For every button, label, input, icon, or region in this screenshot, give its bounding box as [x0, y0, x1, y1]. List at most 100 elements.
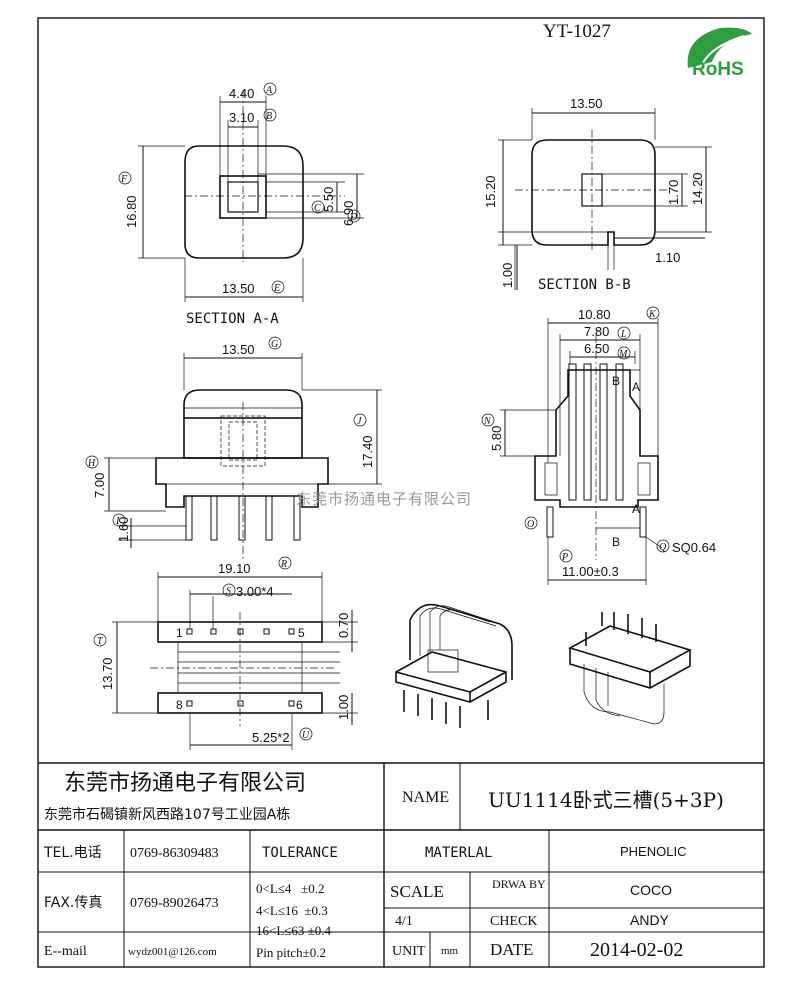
svg-text:17.40: 17.40 — [360, 435, 375, 468]
section-a-view: 4.40 3.10 16.80 5.50 6.90 13.50 SECTION … — [118, 82, 364, 327]
unit-value: mm — [441, 945, 459, 957]
check-label: CHECK — [490, 914, 537, 929]
date-label: DATE — [490, 940, 533, 959]
svg-text:1: 1 — [176, 626, 183, 640]
svg-text:3.00*4: 3.00*4 — [236, 584, 274, 599]
marker-r: R — [278, 556, 292, 570]
svg-text:3.10: 3.10 — [229, 110, 254, 125]
svg-text:T: T — [97, 636, 104, 647]
svg-text:15.20: 15.20 — [483, 175, 498, 208]
part-name: UU1114卧式三槽(5+3P) — [488, 788, 724, 812]
svg-text:16.80: 16.80 — [124, 195, 139, 228]
svg-text:1.60: 1.60 — [116, 517, 131, 542]
marker-q: Q — [656, 539, 670, 553]
svg-text:E: E — [273, 283, 280, 294]
svg-text:A: A — [632, 380, 640, 394]
sheet-border — [37, 17, 765, 968]
rohs-logo: RoHS — [687, 27, 752, 80]
svg-text:13.50: 13.50 — [570, 96, 603, 111]
svg-text:F: F — [120, 174, 128, 185]
svg-text:I: I — [115, 516, 120, 527]
svg-text:11.00±0.3: 11.00±0.3 — [562, 564, 619, 579]
drawn-value: COCO — [630, 882, 672, 898]
marker-b: B — [263, 108, 277, 122]
front-pins — [185, 495, 301, 541]
svg-text:6.50: 6.50 — [584, 341, 609, 356]
iso2-pins — [585, 612, 657, 646]
svg-text:14.20: 14.20 — [690, 172, 705, 205]
marker-m: M — [617, 346, 631, 360]
tolerance-label: TOLERANCE — [262, 845, 338, 861]
svg-text:8: 8 — [176, 698, 183, 712]
fax-value: 0769-89026473 — [130, 896, 219, 911]
fax-label: FAX.传真 — [44, 895, 102, 911]
front-view: 13.50 17.40 7.00 1.60 G H I J — [85, 336, 382, 562]
unit-label: UNIT — [392, 944, 426, 959]
marker-i: I — [112, 513, 126, 527]
svg-text:R: R — [280, 559, 287, 570]
marker-n: N — [481, 413, 495, 427]
tolerance-row-1: 0<L≤4 ±0.2 — [256, 881, 325, 896]
marker-e: E — [271, 280, 285, 294]
svg-text:1.00: 1.00 — [336, 695, 351, 720]
svg-text:13.50: 13.50 — [222, 281, 255, 296]
email-value: wydz001@126.com — [128, 946, 217, 958]
svg-text:K: K — [648, 309, 657, 320]
date-value: 2014-02-02 — [590, 939, 683, 961]
marker-l: L — [617, 326, 631, 340]
svg-text:5.25*2: 5.25*2 — [252, 730, 290, 745]
marker-g: G — [268, 336, 282, 350]
svg-text:H: H — [87, 458, 96, 469]
tel-value: 0769-86309483 — [130, 846, 219, 861]
drawn-label: DRWA BY — [492, 877, 546, 891]
svg-text:7.00: 7.00 — [92, 473, 107, 498]
bottom-pin-holes — [186, 628, 295, 707]
svg-text:4.40: 4.40 — [229, 86, 254, 101]
svg-text:L: L — [620, 329, 627, 340]
svg-text:J: J — [357, 416, 362, 427]
marker-d: D — [347, 209, 361, 223]
marker-p: P — [559, 549, 573, 563]
scale-label: SCALE — [390, 882, 444, 901]
svg-text:B: B — [612, 374, 620, 388]
marker-t: T — [93, 633, 107, 647]
section-b-label: SECTION B-B — [538, 277, 631, 293]
svg-text:S: S — [226, 586, 231, 597]
svg-text:13.70: 13.70 — [100, 657, 115, 690]
isometric-view-1 — [395, 603, 513, 728]
tolerance-row-4: Pin pitch±0.2 — [256, 945, 326, 960]
svg-text:1.00: 1.00 — [500, 263, 515, 288]
svg-text:Q: Q — [659, 542, 667, 553]
svg-text:N: N — [483, 416, 492, 427]
marker-h: H — [85, 455, 99, 469]
name-label: NAME — [402, 789, 449, 806]
check-value: ANDY — [630, 912, 670, 928]
marker-u: U — [299, 727, 313, 741]
iso1-pins — [403, 690, 489, 728]
svg-text:13.50: 13.50 — [222, 342, 255, 357]
tel-label: TEL.电话 — [43, 845, 102, 861]
part-code: YT-1027 — [543, 21, 611, 42]
marker-s: S — [222, 583, 236, 597]
svg-text:B: B — [612, 535, 620, 549]
side-view: B B A A 10.80 7.80 6.50 5.80 11.00±0.3 S… — [481, 306, 716, 585]
marker-a: A — [263, 82, 277, 96]
email-label: E--mail — [44, 944, 87, 959]
marker-f: F — [118, 171, 132, 185]
bottom-view: 1 5 8 6 19.10 3.00*4 0.70 1.00 13.70 5.2… — [93, 556, 358, 750]
marker-k: K — [646, 306, 660, 320]
material-value: PHENOLIC — [620, 844, 686, 859]
svg-text:A: A — [632, 502, 640, 516]
marker-o: O — [524, 516, 538, 530]
marker-c: C — [311, 200, 325, 214]
isometric-view-2 — [567, 612, 693, 725]
tolerance-row-3: 16<L≤63 ±0.4 — [256, 923, 332, 938]
material-label: MATERLAL — [425, 845, 492, 861]
scale-value: 4/1 — [395, 914, 413, 929]
svg-text:P: P — [561, 552, 568, 563]
title-block: 东莞市扬通电子有限公司 东莞市石碣镇新风西路107号工业园A栋 NAME UU1… — [38, 762, 764, 967]
svg-text:D: D — [349, 212, 358, 223]
watermark: 东莞市扬通电子有限公司 — [296, 490, 472, 508]
tolerance-row-2: 4<L≤16 ±0.3 — [256, 903, 328, 918]
